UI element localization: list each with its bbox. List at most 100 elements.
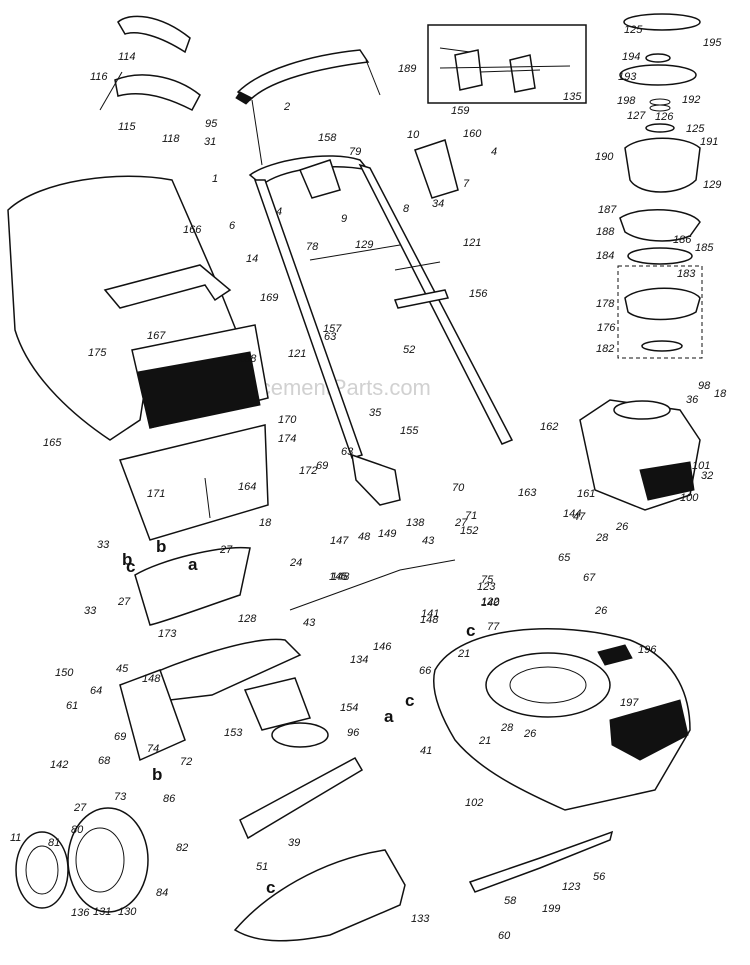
part-number-label: 182 — [596, 343, 614, 355]
adjuster-grip-114 — [117, 15, 191, 54]
handle-brace-52 — [393, 289, 450, 309]
part-number-label: 65 — [558, 552, 571, 564]
part-number-label: 27 — [454, 517, 468, 529]
part-number-label: 32 — [701, 470, 713, 482]
part-number-label: 121 — [463, 237, 481, 249]
part-number-label: 27 — [73, 802, 87, 814]
washer-127 — [645, 123, 675, 133]
part-number-label: 43 — [303, 617, 316, 629]
part-number-label: 48 — [358, 531, 371, 543]
part-number-label: 28 — [595, 532, 609, 544]
chute-plate-51 — [239, 756, 364, 840]
part-number-label: 18 — [259, 517, 272, 529]
part-number-label: 79 — [349, 146, 361, 158]
part-number-label: 158 — [318, 132, 337, 144]
part-number-label: 4 — [276, 206, 282, 218]
part-number-label: 187 — [598, 204, 617, 216]
part-number-label: 28 — [500, 722, 514, 734]
inset-rods — [439, 47, 571, 73]
handle-right-rail — [358, 163, 514, 445]
part-number-label: 144 — [563, 508, 581, 520]
part-number-label: 140 — [481, 597, 500, 609]
inset-bracket-left — [454, 49, 483, 91]
part-number-label: 56 — [593, 871, 606, 883]
part-number-label: 160 — [463, 128, 482, 140]
part-number-label: 21 — [478, 735, 491, 747]
part-number-label: 67 — [583, 572, 596, 584]
part-number-label: 184 — [596, 250, 614, 262]
part-number-label: 147 — [330, 535, 349, 547]
part-number-label: 52 — [403, 344, 415, 356]
part-number-label: 128 — [238, 613, 257, 625]
part-number-label: 185 — [695, 242, 714, 254]
part-number-label: 197 — [620, 697, 639, 709]
part-number-label: 125 — [624, 24, 643, 36]
adjuster-lever-116 — [99, 71, 123, 111]
engine-cap — [613, 400, 671, 420]
part-number-label: 51 — [256, 861, 268, 873]
part-number-label: 96 — [347, 727, 360, 739]
deck-label-196 — [597, 644, 633, 666]
part-number-label: 164 — [238, 481, 256, 493]
part-number-label: 130 — [118, 906, 137, 918]
part-number-label: 77 — [487, 621, 500, 633]
part-number-label: 156 — [469, 288, 488, 300]
drive-cover-96 — [271, 722, 329, 748]
side-discharge-shield — [233, 849, 406, 942]
part-number-label: 47 — [573, 511, 586, 523]
part-number-label: 98 — [698, 380, 711, 392]
part-number-label: 138 — [406, 517, 425, 529]
part-number-label: 114 — [118, 51, 136, 63]
part-number-label: 168 — [238, 353, 257, 365]
part-number-label: 131 — [93, 906, 111, 918]
part-number-label: 27 — [219, 544, 233, 556]
pulley-125 — [623, 13, 701, 31]
part-number-label: 134 — [350, 654, 368, 666]
engine-carburetor — [639, 461, 695, 501]
part-number-label: 167 — [147, 330, 166, 342]
part-number-label: 146 — [373, 641, 392, 653]
gear-case-154 — [243, 677, 311, 731]
part-number-label: 118 — [162, 133, 180, 145]
part-number-label: 149 — [378, 528, 396, 540]
part-number-label: 66 — [419, 665, 432, 677]
part-number-label: 148 — [420, 614, 439, 626]
part-number-label: 43 — [422, 535, 435, 547]
part-number-label: 165 — [43, 437, 62, 449]
part-number-label: 150 — [55, 667, 74, 679]
part-number-label: 72 — [180, 756, 192, 768]
part-number-label: 129 — [703, 179, 721, 191]
part-number-label: 26 — [523, 728, 537, 740]
part-number-label: 191 — [700, 136, 718, 148]
part-number-label: 63 — [341, 446, 354, 458]
handle-upper-grip — [236, 49, 370, 101]
part-number-label: 24 — [289, 557, 302, 569]
part-number-label: 41 — [420, 745, 432, 757]
part-number-label: 81 — [48, 837, 60, 849]
part-number-label: 192 — [682, 94, 700, 106]
part-number-label: 69 — [316, 460, 328, 472]
part-number-label: 70 — [452, 482, 465, 494]
part-number-label: 75 — [481, 574, 494, 586]
part-number-label: 121 — [288, 348, 306, 360]
part-number-label: 2 — [283, 101, 290, 113]
part-number-label: 145 — [329, 571, 348, 583]
part-number-label: 157 — [323, 323, 342, 335]
part-number-label: 69 — [114, 731, 126, 743]
part-number-label: 136 — [71, 907, 90, 919]
part-number-label: 171 — [147, 488, 165, 500]
hubcap-ring — [25, 845, 59, 895]
part-number-label: 199 — [542, 903, 560, 915]
clutch-housing-190 — [624, 137, 701, 193]
handle-left-rail — [253, 179, 363, 459]
deck-grille — [609, 699, 689, 761]
handle-brace-upper — [394, 261, 441, 271]
part-number-label: 135 — [563, 91, 582, 103]
part-number-label: 148 — [142, 673, 161, 685]
deck-blade-opening — [485, 652, 611, 718]
handle-upper-leg-left — [251, 99, 263, 166]
callout-letter-c: c — [266, 878, 275, 897]
part-number-label: 84 — [156, 887, 168, 899]
